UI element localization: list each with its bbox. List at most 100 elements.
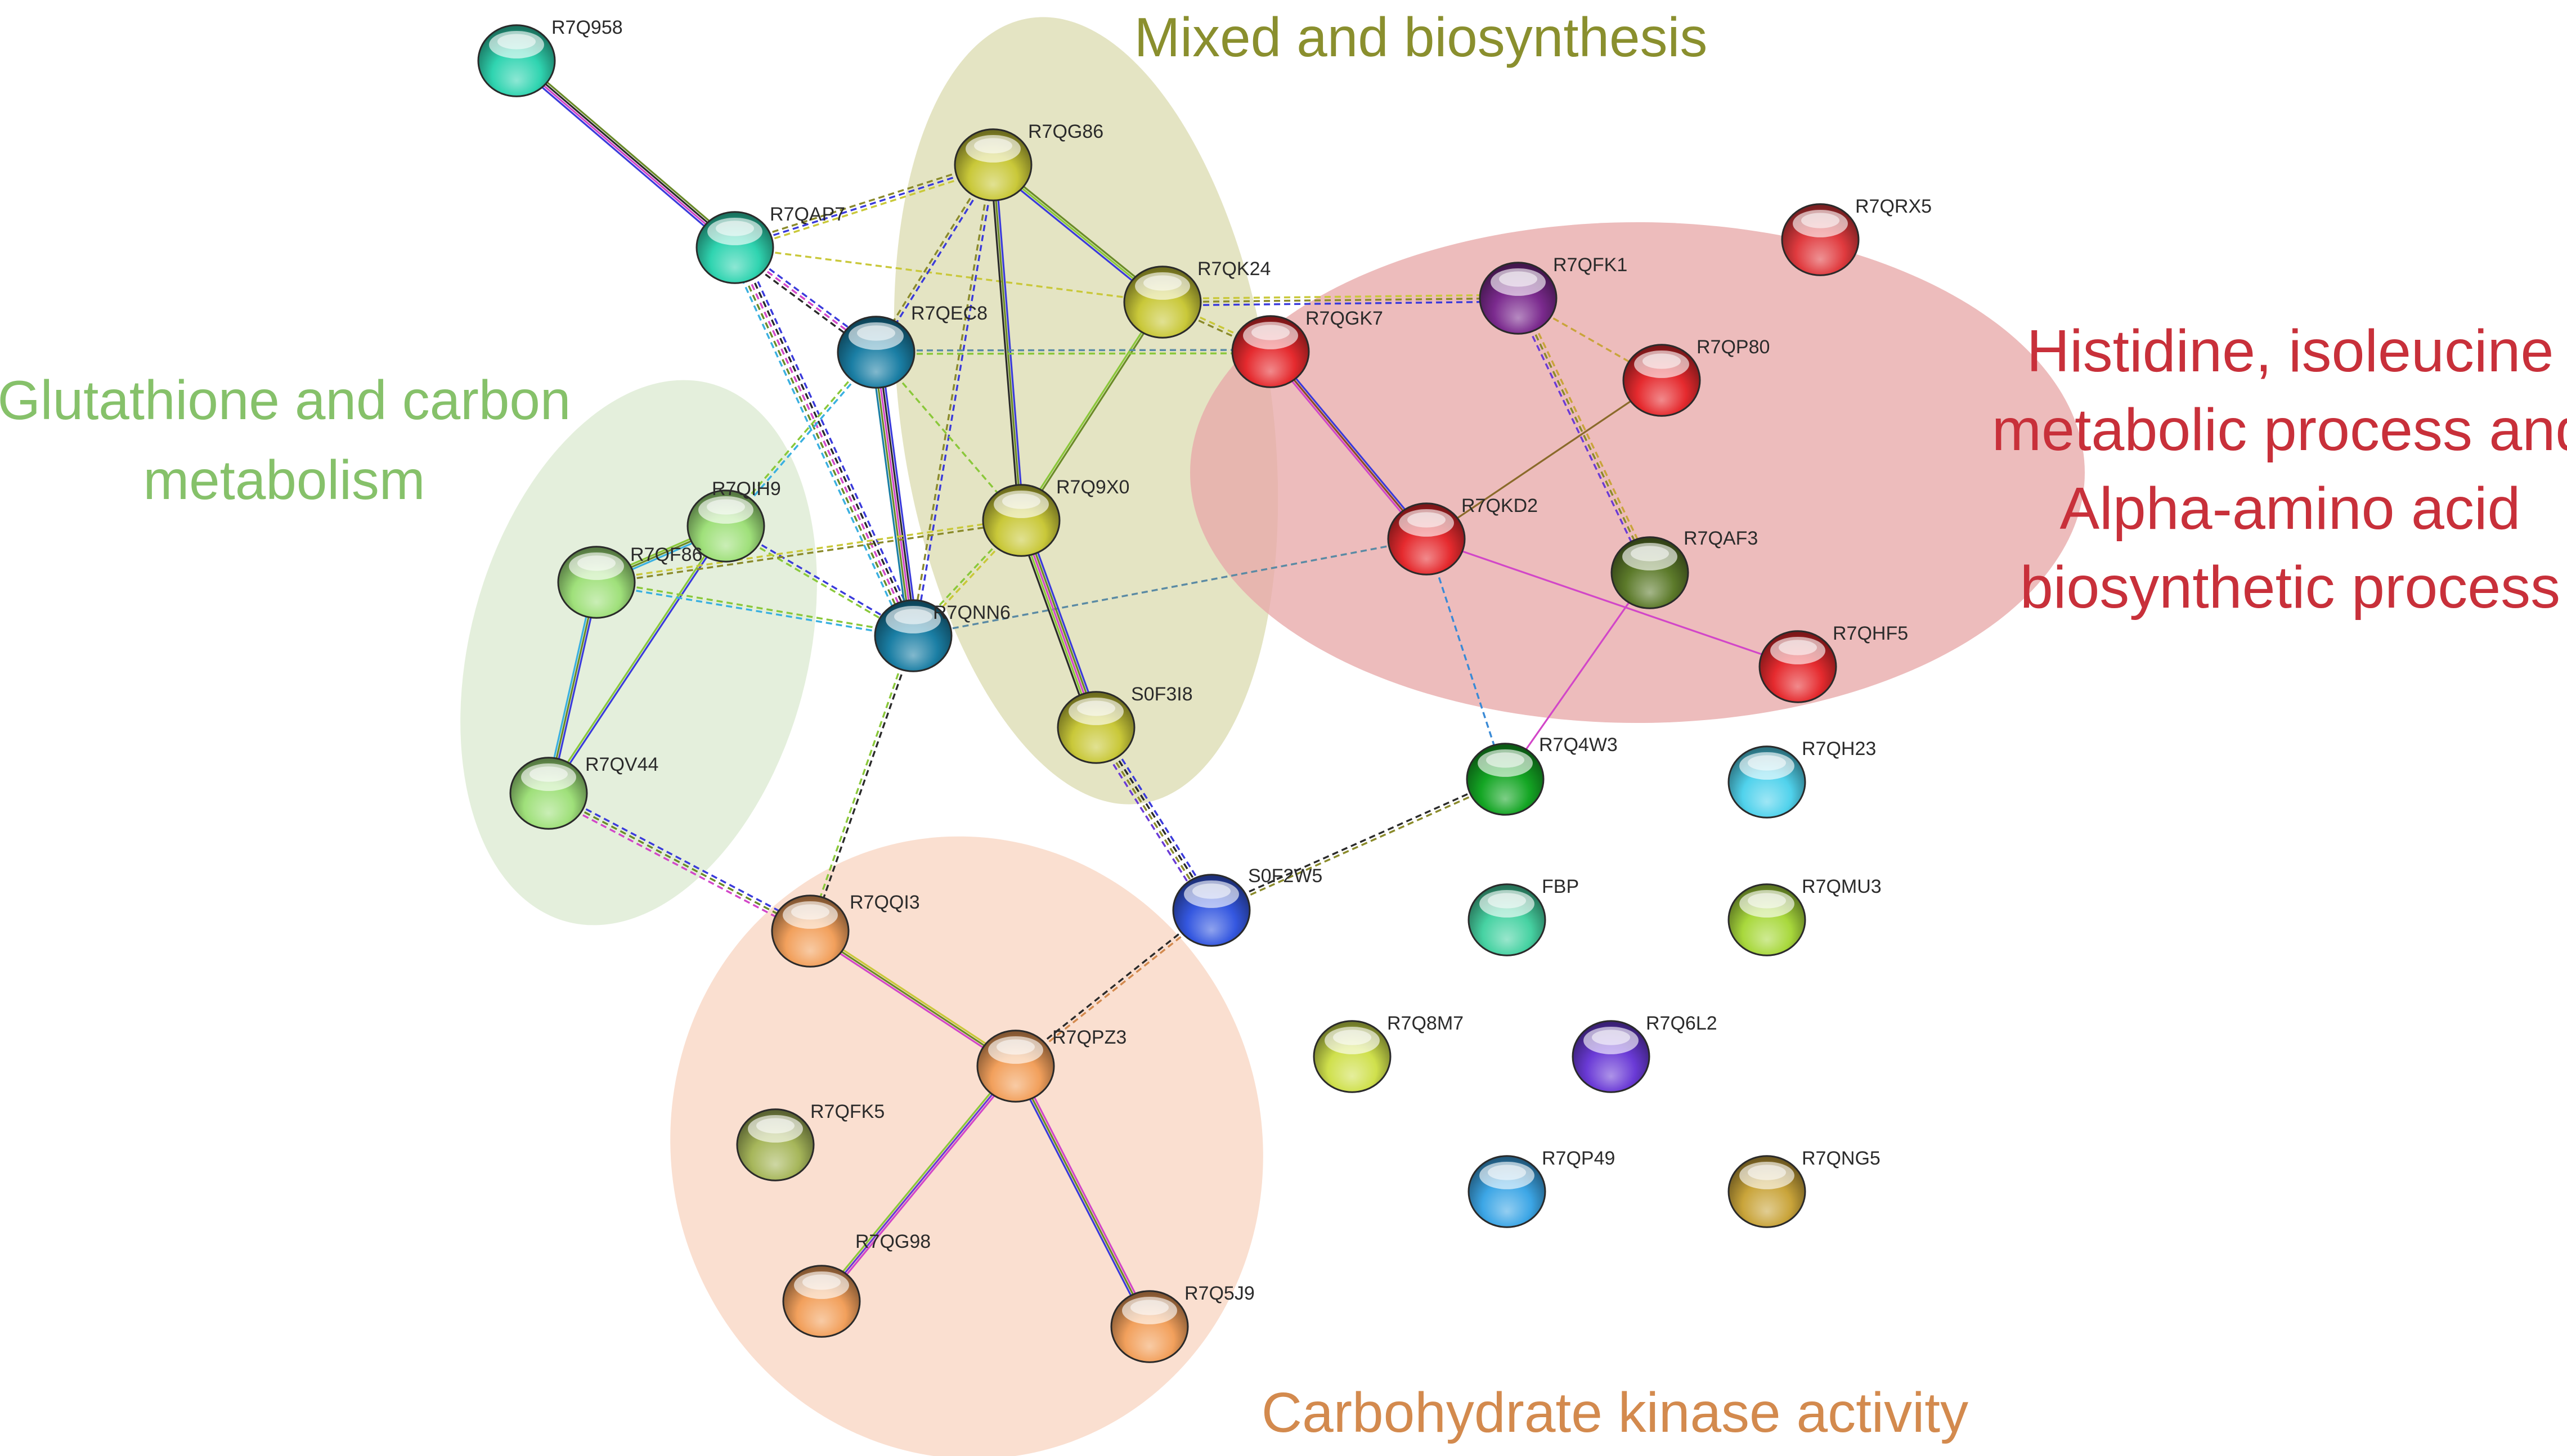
edge-evidence-line [546, 795, 809, 935]
edge-evidence-line [1504, 572, 1651, 780]
node-label: R7QGK7 [1305, 308, 1383, 329]
edge-evidence-line [913, 538, 1427, 637]
node-gloss [1488, 893, 1526, 909]
edge-r7qap7-r7qnn6 [728, 244, 921, 639]
edge-evidence-line [548, 792, 811, 932]
node-gloss [1748, 893, 1786, 909]
node-s0f3i8[interactable] [1057, 691, 1136, 764]
edge-r7qaf3-r7q4w3 [1504, 572, 1651, 780]
node-r7qkd2[interactable] [1387, 502, 1466, 576]
node-gloss [1499, 271, 1537, 287]
edge-evidence-line [1268, 352, 1426, 541]
edge-evidence-line [1425, 538, 1506, 780]
node-layer [477, 24, 1860, 1363]
node-r7qnn6[interactable] [874, 599, 953, 672]
node-r7qf86[interactable] [557, 546, 636, 619]
node-gloss [974, 138, 1012, 154]
edge-evidence-line [1517, 298, 1651, 573]
edge-evidence-line [1021, 302, 1165, 522]
node-r7q4w3[interactable] [1466, 743, 1545, 816]
edge-evidence-line [1016, 911, 1213, 1068]
node-gloss [1779, 640, 1817, 655]
edge-evidence-line [875, 352, 914, 636]
node-r7qfk5[interactable] [736, 1108, 815, 1181]
node-r7q6l2[interactable] [1572, 1020, 1650, 1093]
node-r7qhf5[interactable] [1758, 630, 1837, 703]
node-gloss [1642, 353, 1681, 369]
edge-r7qec8-r7qnn6 [870, 351, 919, 637]
node-r7qap7[interactable] [695, 211, 774, 284]
edge-evidence-line [1015, 1066, 1151, 1327]
node-label: FBP [1542, 876, 1579, 897]
edge-evidence-line [596, 521, 1022, 585]
node-r7qih9[interactable] [686, 489, 765, 563]
edge-evidence-line [1211, 780, 1506, 913]
cluster-histidine-title-line: Alpha-amino acid [2059, 475, 2520, 542]
edge-r7qv44-r7qqi3 [546, 789, 813, 935]
node-label: R7QH23 [1802, 738, 1876, 760]
node-gloss [577, 555, 616, 571]
cluster-mixed-title-line: Mixed and biosynthesis [1134, 6, 1708, 68]
edge-evidence-line [876, 352, 1271, 355]
edge-r7qg86-r7qnn6 [910, 164, 996, 636]
node-r7qmu3[interactable] [1727, 883, 1806, 956]
node-label: S0F2W5 [1248, 865, 1322, 887]
edge-r7qkd2-r7qhf5 [1426, 538, 1798, 668]
edge-evidence-line [870, 352, 910, 637]
node-r7qk24[interactable] [1123, 266, 1202, 339]
node-r7q8m7[interactable] [1313, 1020, 1392, 1093]
edge-evidence-line [733, 160, 993, 245]
node-gloss [1077, 700, 1115, 716]
edge-r7qap7-r7qk24 [734, 246, 1163, 303]
node-gloss [791, 904, 829, 920]
node-r7qv44[interactable] [509, 757, 588, 830]
node-gloss [1748, 1165, 1786, 1180]
node-r7qaf3[interactable] [1610, 536, 1689, 609]
node-label: R7QMU3 [1802, 876, 1882, 897]
node-gloss [1407, 512, 1446, 528]
edge-r7qpz3-r7qg98 [819, 1064, 1018, 1304]
node-r7qfk1[interactable] [1479, 262, 1558, 335]
node-gloss [894, 609, 932, 624]
node-r7qg98[interactable] [782, 1265, 861, 1338]
edge-evidence-line [596, 579, 914, 635]
node-label: S0F3I8 [1131, 684, 1193, 705]
edge-evidence-line [734, 246, 1163, 303]
node-label: R7Q6L2 [1646, 1013, 1717, 1034]
cluster-carbohydrate-title-line: Carbohydrate kinase activity [1262, 1381, 1968, 1444]
node-r7qp80[interactable] [1622, 344, 1701, 417]
node-r7q958[interactable] [477, 24, 556, 97]
edge-evidence-line [1514, 299, 1648, 575]
edge-evidence-line [1269, 350, 1428, 540]
node-fbp[interactable] [1468, 883, 1546, 956]
edge-evidence-line [735, 167, 995, 252]
edge-r7qk24-r7q9x0 [1019, 300, 1165, 522]
node-r7qng5[interactable] [1727, 1155, 1806, 1228]
node-r7qg86[interactable] [954, 128, 1033, 201]
node-r7q9x0[interactable] [982, 484, 1061, 557]
edge-evidence-line [1426, 538, 1798, 668]
node-gloss [529, 766, 568, 782]
node-s0f2w5[interactable] [1172, 874, 1251, 947]
edge-evidence-line [992, 164, 1022, 521]
node-r7qrx5[interactable] [1781, 203, 1860, 276]
node-label: R7QP49 [1542, 1148, 1615, 1169]
node-r7qqi3[interactable] [771, 895, 850, 968]
edge-evidence-line [740, 244, 921, 633]
node-r7q5j9[interactable] [1110, 1290, 1189, 1363]
edge-evidence-line [546, 524, 726, 793]
node-gloss [497, 34, 536, 50]
edge-evidence-line [910, 164, 993, 636]
edge-r7qp80-r7qkd2 [1426, 379, 1662, 540]
node-r7qpz3[interactable] [976, 1030, 1055, 1103]
edge-evidence-line [1162, 294, 1518, 300]
edge-evidence-line [1012, 1067, 1148, 1328]
edge-evidence-line [879, 351, 919, 636]
node-r7qgk7[interactable] [1231, 315, 1310, 388]
node-r7qec8[interactable] [837, 316, 915, 389]
node-r7qh23[interactable] [1727, 745, 1806, 819]
node-label: R7Q4W3 [1539, 734, 1618, 756]
node-label: R7QAP7 [770, 204, 845, 225]
node-r7qp49[interactable] [1468, 1155, 1546, 1228]
